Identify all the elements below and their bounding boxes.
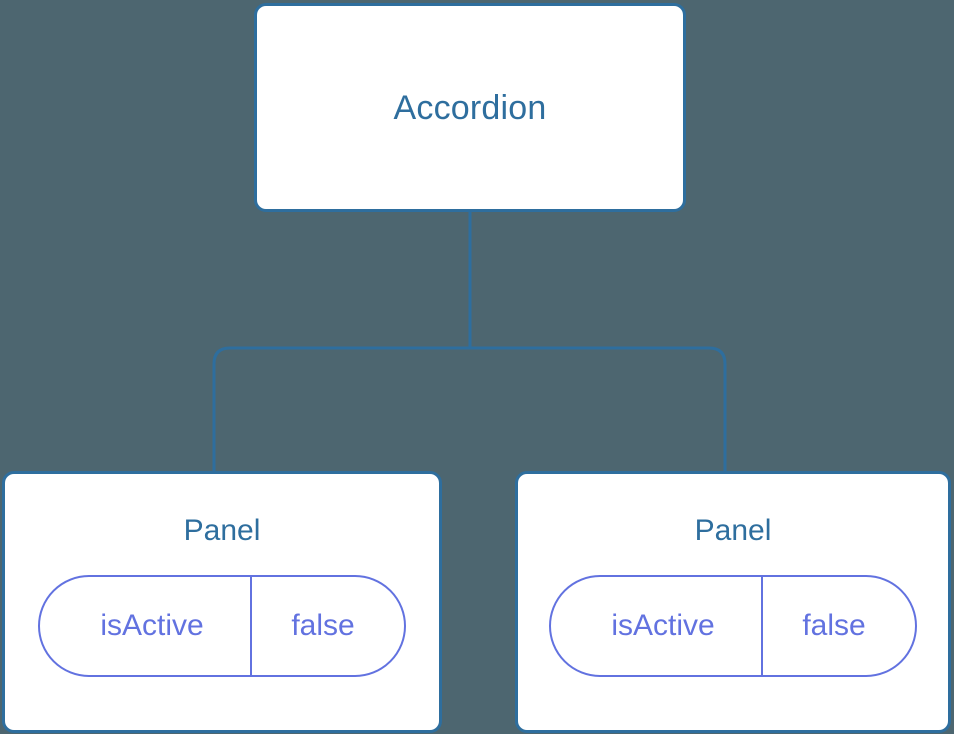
component-node-label: Accordion [393, 88, 547, 127]
prop-pill[interactable]: isActive false [549, 575, 917, 677]
prop-value: false [802, 609, 866, 642]
prop-pill[interactable]: isActive false [38, 575, 406, 677]
component-node-label: Panel [694, 514, 772, 547]
edge-root-to-panel-0 [212, 346, 470, 474]
component-node-label: Panel [183, 514, 261, 547]
component-node-panel-1[interactable]: Panel isActive false [515, 471, 951, 733]
prop-key: isActive [40, 577, 252, 675]
prop-value: false [291, 609, 355, 642]
component-node-accordion[interactable]: Accordion [254, 3, 686, 212]
prop-key: isActive [551, 577, 763, 675]
edge-root-to-panel-1 [470, 346, 727, 474]
component-node-panel-0[interactable]: Panel isActive false [2, 471, 442, 733]
